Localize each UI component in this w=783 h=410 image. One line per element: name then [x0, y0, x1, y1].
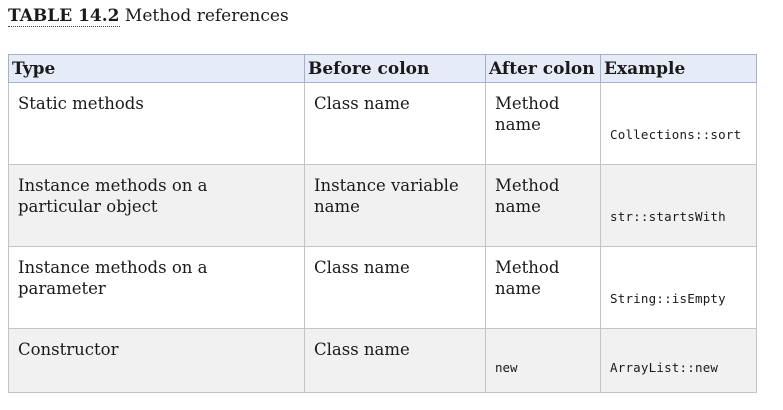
cell-type: Instance methods on a parameter [8, 246, 305, 329]
table-row: Instance methods on a parameter Class na… [8, 246, 757, 329]
method-references-table: Type Before colon After colon Example St… [8, 54, 757, 393]
cell-example: str::startsWith [600, 164, 757, 247]
example-code: Collections::sort [610, 126, 742, 142]
table-header: Type Before colon After colon Example [8, 54, 757, 83]
cell-before-colon: Class name [304, 82, 486, 165]
cell-example: ArrayList::new [600, 328, 757, 393]
table-body: Static methods Class name Method name Co… [8, 82, 757, 393]
example-code: ArrayList::new [610, 359, 719, 375]
table-row: Static methods Class name Method name Co… [8, 82, 757, 165]
header-example: Example [600, 54, 757, 83]
cell-type: Instance methods on a particular object [8, 164, 305, 247]
example-code: str::startsWith [610, 208, 726, 224]
header-after-colon: After colon [485, 54, 601, 83]
cell-after-colon: new [485, 328, 601, 393]
table-title: Method references [124, 6, 289, 26]
cell-before-colon: Class name [304, 246, 486, 329]
cell-before-colon: Instance variable name [304, 164, 486, 247]
table-row: Instance methods on a particular object … [8, 164, 757, 247]
cell-after-colon: Method name [485, 246, 601, 329]
table-number-label[interactable]: TABLE 14.2 [8, 6, 120, 27]
after-colon-code: new [495, 359, 518, 375]
table-row: Constructor Class name new ArrayList::ne… [8, 328, 757, 393]
cell-type: Constructor [8, 328, 305, 393]
header-row: Type Before colon After colon Example [8, 54, 757, 83]
cell-example: String::isEmpty [600, 246, 757, 329]
header-before-colon: Before colon [304, 54, 486, 83]
header-type: Type [8, 54, 305, 83]
table-caption: TABLE 14.2 Method references [8, 5, 289, 27]
cell-before-colon: Class name [304, 328, 486, 393]
cell-after-colon: Method name [485, 164, 601, 247]
example-code: String::isEmpty [610, 290, 726, 306]
cell-example: Collections::sort [600, 82, 757, 165]
cell-after-colon: Method name [485, 82, 601, 165]
cell-type: Static methods [8, 82, 305, 165]
